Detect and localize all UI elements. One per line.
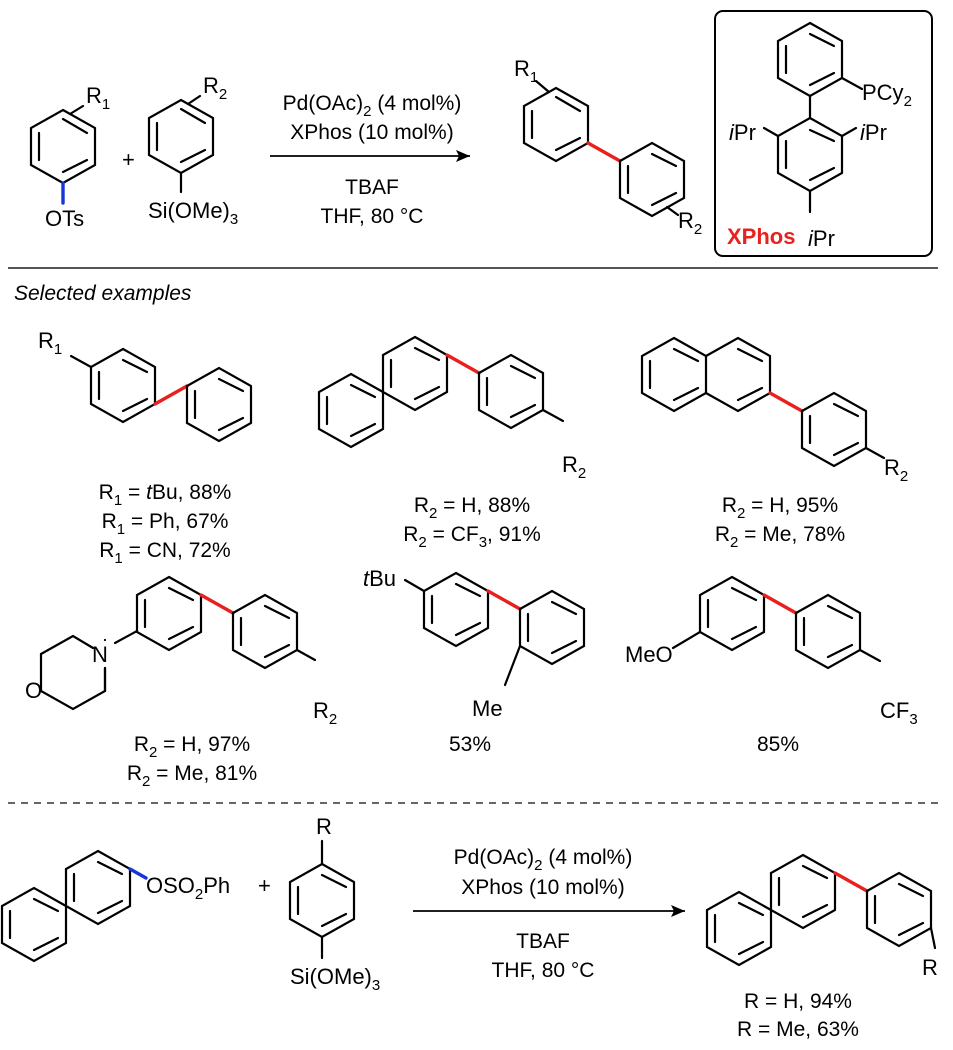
ipr-right-label: iPr xyxy=(860,120,887,145)
bottom-yield-1: R = H, 94% xyxy=(744,990,852,1013)
bottom-reactant-arylsilane: R Si(OMe)3 xyxy=(288,814,380,994)
solvent-temperature-label: THF, 80 °C xyxy=(321,205,424,228)
bottom-silane-label: Si(OMe)3 xyxy=(290,964,380,994)
ex5-yield: 53% xyxy=(449,733,491,756)
plus-sign-top: + xyxy=(122,147,135,172)
new-c-c-bond xyxy=(586,141,622,163)
morpholine-o-label: O xyxy=(25,678,42,703)
ex4-yield-1: R2 = H, 97% xyxy=(134,733,250,761)
osulfonyl-label: OSO2Ph xyxy=(146,873,230,903)
bottom-reactant-naphthyl-sulfonate: OSO2Ph xyxy=(0,849,230,963)
product-r1-label: R1 xyxy=(514,56,538,86)
bottom-r-label: R xyxy=(316,814,332,839)
r2-label: R2 xyxy=(203,73,227,103)
example-morpholino-biaryl: N O R2 R2 = H, 97% R2 = Me, 81% xyxy=(25,575,337,790)
ex2-yield-2: R2 = CF3, 91% xyxy=(403,523,541,551)
ex2-yield-1: R2 = H, 88% xyxy=(414,494,530,522)
ex3-yield-2: R2 = Me, 78% xyxy=(715,523,845,551)
ex4-yield-2: R2 = Me, 81% xyxy=(127,762,257,790)
catalyst-label: Pd(OAc)2 (4 mol%) xyxy=(283,92,462,120)
ex3-r2-label: R2 xyxy=(884,455,908,485)
example-4-substituted-biphenyl: R1 R1 = tBu, 88% R1 = Ph, 67% R1 = CN, 7… xyxy=(38,328,253,567)
top-reactant-arylsilane: R2 Si(OMe)3 xyxy=(147,73,238,228)
ex3-yield-1: R2 = H, 95% xyxy=(722,494,838,522)
section-title: Selected examples xyxy=(14,282,192,305)
example-methoxy-cf3-biaryl: MeO CF3 85% xyxy=(625,575,918,756)
plus-sign-bottom: + xyxy=(258,873,271,898)
example-1-naphthyl-aryl: R2 R2 = H, 88% R2 = CF3, 91% xyxy=(317,335,586,551)
ex5-me-label: Me xyxy=(472,696,503,721)
ligand-loading-label: XPhos (10 mol%) xyxy=(290,121,453,144)
bottom-product-r-label: R xyxy=(922,955,938,980)
ipr-left-label: iPr xyxy=(729,120,756,145)
example-tbu-methyl-biaryl: tBu Me 53% xyxy=(363,566,586,756)
top-reactant-aryl-tosylate: R1 OTs xyxy=(29,83,110,231)
top-product-biaryl: R1 R2 xyxy=(514,56,702,238)
ex5-tbu-label: tBu xyxy=(363,566,396,591)
ex1-r1-label: R1 xyxy=(38,328,62,358)
ex1-yield-2: R1 = Ph, 67% xyxy=(102,510,229,538)
pcy2-label: PCy2 xyxy=(862,80,912,110)
ex1-yield-3: R1 = CN, 72% xyxy=(99,539,230,567)
xphos-name-label: XPhos xyxy=(727,224,795,249)
product-r2-label: R2 xyxy=(678,208,702,238)
bottom-yield-2: R = Me, 63% xyxy=(737,1018,859,1041)
bottom-ligand-label: XPhos (10 mol%) xyxy=(461,876,624,899)
bottom-reaction-conditions: Pd(OAc)2 (4 mol%) XPhos (10 mol%) TBAF T… xyxy=(413,846,685,982)
bottom-catalyst-label: Pd(OAc)2 (4 mol%) xyxy=(454,846,633,874)
bottom-product-naphthyl-aryl: R R = H, 94% R = Me, 63% xyxy=(705,853,938,1041)
top-reaction-conditions: Pd(OAc)2 (4 mol%) XPhos (10 mol%) TBAF T… xyxy=(270,92,470,228)
ipr-bottom-label: iPr xyxy=(808,226,835,251)
r1-label: R1 xyxy=(86,83,110,113)
ex6-meo-label: MeO xyxy=(625,642,673,667)
xphos-ligand-box: PCy2 iPr iPr iPr XPhos xyxy=(714,10,933,257)
morpholine-n-label: N xyxy=(92,642,108,667)
ots-label: OTs xyxy=(45,206,84,231)
ex1-yield-1: R1 = tBu, 88% xyxy=(99,481,232,509)
ex6-cf3-label: CF3 xyxy=(880,698,918,728)
bottom-additive-label: TBAF xyxy=(516,930,570,953)
additive-label: TBAF xyxy=(345,176,399,199)
example-2-naphthyl-aryl: R2 R2 = H, 95% R2 = Me, 78% xyxy=(640,336,908,551)
ex2-r2-label: R2 xyxy=(562,452,586,482)
bottom-solvent-label: THF, 80 °C xyxy=(492,959,595,982)
ex6-yield: 85% xyxy=(757,733,799,756)
ex4-r2-label: R2 xyxy=(313,698,337,728)
silane-group-label: Si(OMe)3 xyxy=(148,198,238,228)
